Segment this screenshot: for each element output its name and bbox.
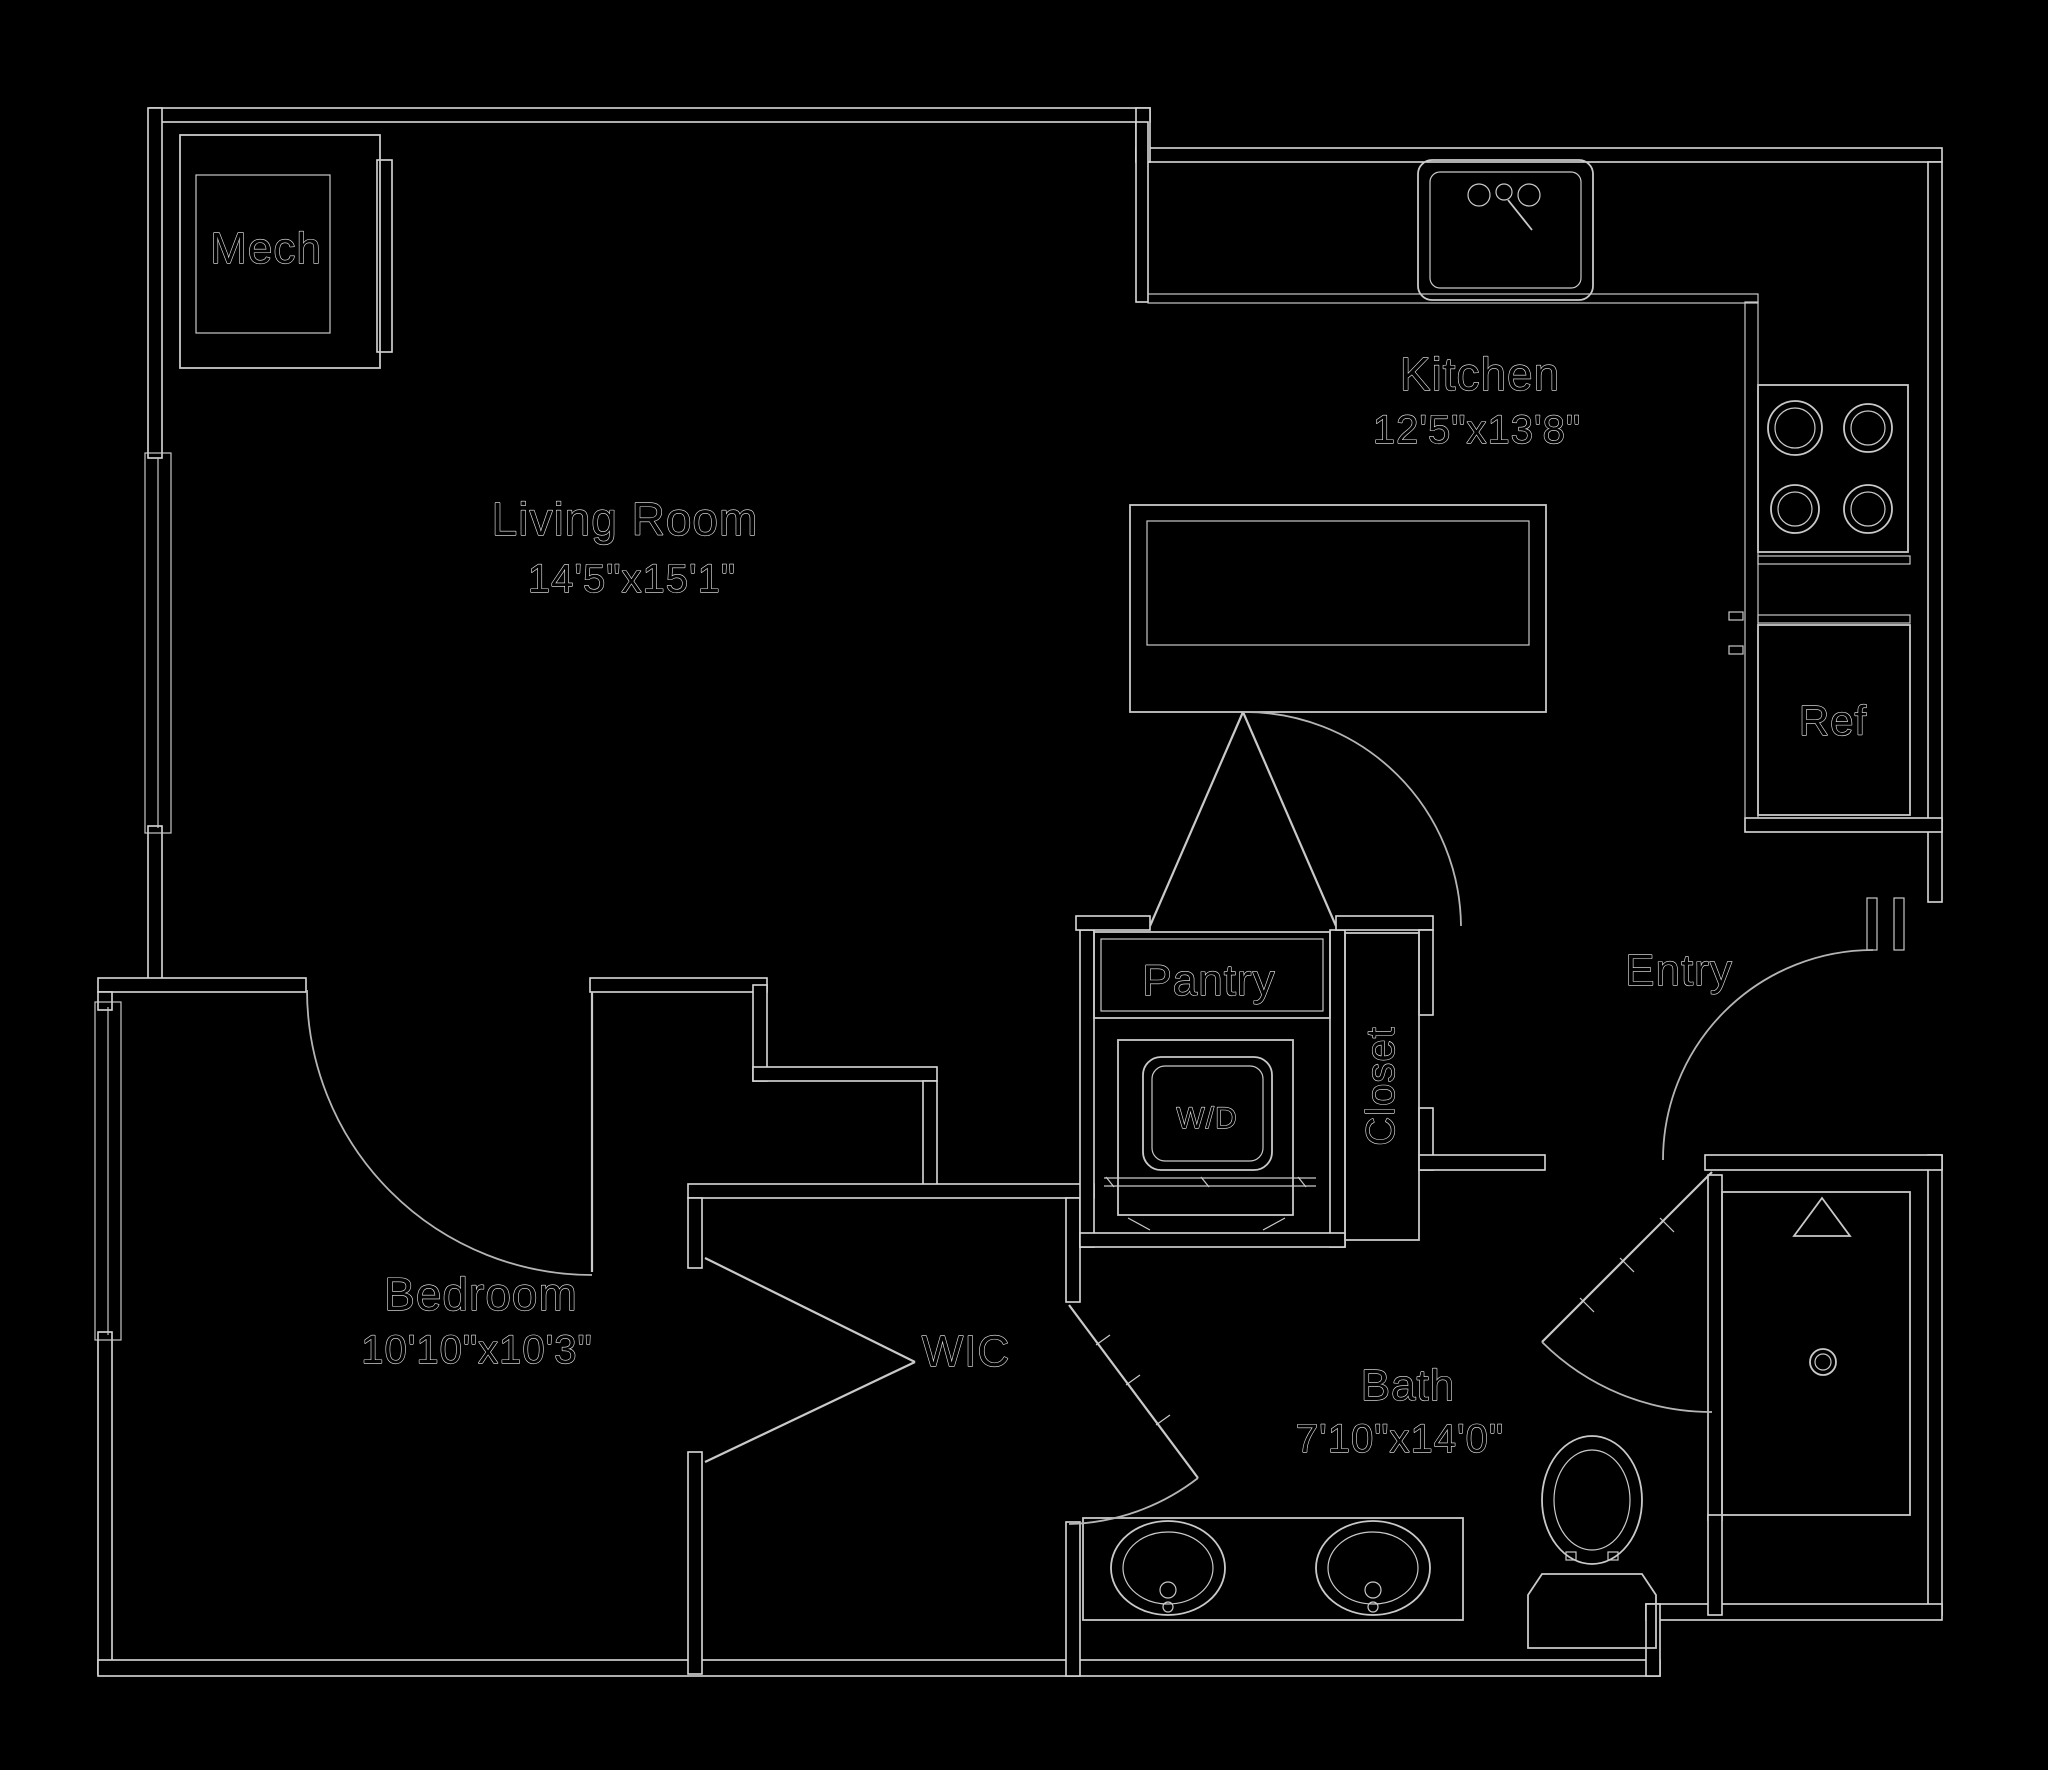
wall-bottom-right xyxy=(1645,1603,1943,1621)
washer-dryer-icon xyxy=(1142,1056,1273,1171)
wic: WIC xyxy=(921,1326,1011,1376)
wall-left-lower-a xyxy=(97,991,113,1011)
wall-left-lower-b xyxy=(97,1331,113,1675)
mech-room: Mech xyxy=(179,134,381,369)
wall-pantry-jamb-left xyxy=(1075,915,1151,931)
wd-label: W/D xyxy=(1176,1102,1237,1135)
closet: Closet xyxy=(1344,932,1420,1241)
kitchen-counter-right-band xyxy=(1744,301,1759,819)
walls xyxy=(97,107,1943,1677)
doors xyxy=(306,711,1713,1525)
bedroom-dimensions: 10'10"x10'3" xyxy=(361,1328,592,1372)
wall-entry-south-west xyxy=(1418,1154,1546,1171)
wall-right-upper xyxy=(1927,161,1943,903)
bedroom: Bedroom 10'10"x10'3" xyxy=(361,1267,593,1372)
shower-head-icon xyxy=(1792,1196,1852,1237)
pantry: Pantry xyxy=(1093,931,1331,1019)
pantry-door-icon xyxy=(1148,711,1462,927)
vanity-sink-left-icon xyxy=(1110,1520,1226,1616)
wall-bath-left-lower xyxy=(1065,1521,1081,1677)
shower-drain-icon xyxy=(1809,1348,1837,1376)
wall-below-ref xyxy=(1744,817,1943,833)
toilet-icon xyxy=(1527,1435,1657,1649)
kitchen-island-icon xyxy=(1129,504,1547,713)
wall-living-bedroom-left xyxy=(97,977,307,993)
stove-icon xyxy=(1757,384,1911,565)
wall-step-h1 xyxy=(752,1066,938,1082)
mech-outer-box xyxy=(179,134,381,369)
bedroom-door-icon xyxy=(306,989,594,1276)
entry: Entry xyxy=(1625,897,1905,1161)
living-room: Living Room 14'5"x15'1" xyxy=(491,492,759,601)
shower-icon xyxy=(1721,1191,1911,1516)
wd-corner-tick-left xyxy=(1127,1217,1151,1231)
wic-door-icon xyxy=(704,1257,916,1463)
pantry-box-inner xyxy=(1100,938,1324,1012)
kitchen-dimensions: 12'5"x13'8" xyxy=(1373,408,1581,452)
bath-label: Bath xyxy=(1361,1361,1456,1410)
wall-bottom xyxy=(97,1659,1661,1677)
refrigerator-icon: Ref xyxy=(1728,611,1911,816)
entry-door-icon xyxy=(1662,897,1905,1161)
wall-right-lower xyxy=(1927,1154,1943,1616)
wall-shower-left xyxy=(1707,1174,1723,1521)
windows xyxy=(94,452,172,1341)
bath: Bath 7'10"x14'0" xyxy=(1082,1191,1911,1649)
kitchen-label: Kitchen xyxy=(1400,348,1560,400)
bedroom-window-icon xyxy=(94,1001,122,1341)
wall-left-upper-b xyxy=(147,825,163,987)
wall-closet-stub-top xyxy=(1418,929,1434,1016)
wic-label: WIC xyxy=(922,1327,1011,1376)
wall-bottom-step xyxy=(1645,1603,1661,1677)
kitchen-sink-icon xyxy=(1417,159,1594,301)
bedroom-label: Bedroom xyxy=(384,1268,578,1320)
vanity-icon xyxy=(1082,1517,1464,1621)
wall-living-bedroom-right xyxy=(589,977,768,993)
wall-shower-left-lower xyxy=(1707,1514,1723,1616)
vanity-sink-right-icon xyxy=(1315,1520,1431,1616)
wd-bifold-track xyxy=(1104,1176,1316,1188)
wall-entry-south-east xyxy=(1704,1154,1943,1171)
bath-dimensions: 7'10"x14'0" xyxy=(1296,1417,1504,1461)
wall-counter-left-edge xyxy=(1135,121,1149,303)
wall-wd-bottom xyxy=(1079,1232,1346,1248)
kitchen-counter-front xyxy=(1147,293,1759,304)
living-room-window-icon xyxy=(144,452,172,834)
bath-door-icon xyxy=(1541,1171,1713,1413)
wall-wd-right xyxy=(1329,929,1346,1248)
wd-corner-tick-right xyxy=(1262,1217,1286,1231)
wall-bedroom-right-lower xyxy=(687,1451,703,1675)
wall-step-v2 xyxy=(922,1080,938,1192)
wall-pantry-jamb-right xyxy=(1335,915,1434,931)
ref-label: Ref xyxy=(1799,697,1867,744)
wall-bedroom-right-upper xyxy=(687,1197,703,1269)
mech-label: Mech xyxy=(210,224,322,273)
entry-label: Entry xyxy=(1625,946,1733,995)
closet-label: Closet xyxy=(1359,1026,1403,1145)
wic-bath-door-icon xyxy=(1068,1304,1199,1525)
pantry-label: Pantry xyxy=(1142,956,1275,1005)
washer-dryer-closet: W/D xyxy=(1104,1039,1316,1231)
closet-box xyxy=(1344,932,1420,1241)
wd-alcove xyxy=(1117,1039,1294,1216)
wall-wd-left xyxy=(1079,929,1095,1248)
wall-left-upper-a xyxy=(147,107,163,459)
wall-bath-left-upper xyxy=(1065,1197,1081,1303)
pantry-box xyxy=(1093,931,1331,1019)
mech-inner-box xyxy=(195,174,331,334)
wall-top-left xyxy=(149,107,1151,123)
living-room-dimensions: 14'5"x15'1" xyxy=(528,557,736,601)
living-room-label: Living Room xyxy=(492,493,759,545)
wall-wic-top xyxy=(687,1183,1095,1199)
kitchen: Ref Kitchen 12'5"x13'8" xyxy=(1129,159,1911,819)
